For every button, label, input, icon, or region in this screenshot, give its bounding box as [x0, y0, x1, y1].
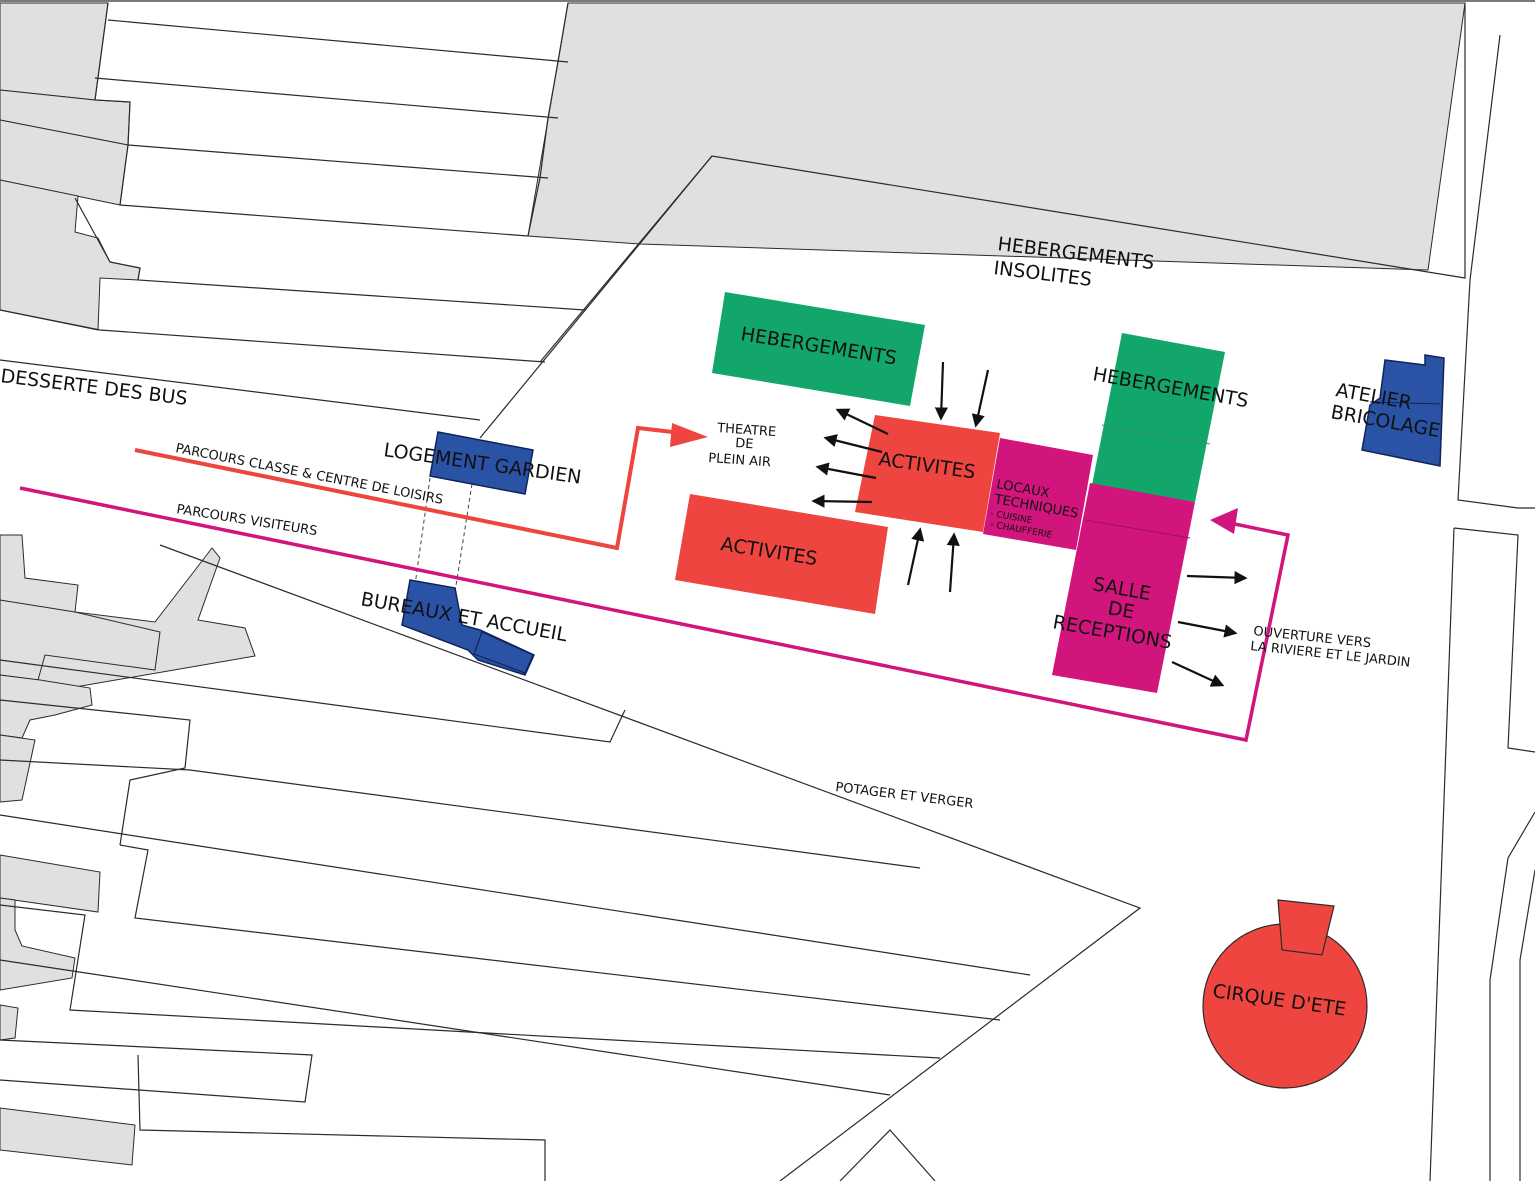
arrow-right-icon — [1177, 620, 1238, 638]
salle-receptions-block — [1052, 483, 1195, 693]
logement-gardien-building — [429, 431, 534, 495]
atelier-inner-line — [1369, 401, 1441, 405]
label-ouverture: OUVERTURE VERS LA RIVIERE ET LE JARDIN — [1250, 624, 1411, 671]
atelier-bricolage-building — [1361, 354, 1445, 467]
left-neighbour-plots — [0, 2, 256, 1166]
class-route-arrowhead — [670, 423, 708, 447]
bureaux-accueil-annex — [473, 631, 534, 674]
activites-block-a — [855, 415, 1000, 532]
arrow-left-icon — [815, 462, 877, 480]
label-theatre: THEATRE DE PLEIN AIR — [708, 421, 777, 470]
arrow-up-icon — [946, 532, 960, 593]
class-route — [134, 425, 691, 551]
label-theatre-line-3: PLEIN AIR — [708, 451, 772, 470]
hebergements-block-b — [1092, 333, 1225, 502]
arrow-down-icon — [971, 369, 990, 428]
label-potager-verger: POTAGER ET VERGER — [835, 780, 975, 812]
dashed-connector — [414, 477, 473, 593]
cirque-ete-entrance — [1277, 899, 1335, 956]
salle-divider — [1084, 519, 1191, 539]
arrow-right-icon — [1186, 571, 1248, 585]
label-theatre-line-2: DE — [735, 436, 754, 452]
activites-block-b — [675, 494, 888, 614]
arrow-left-icon — [823, 434, 883, 454]
neighbour-block-top — [527, 2, 1466, 271]
flow-arrows — [811, 361, 1248, 687]
arrow-up-icon — [906, 527, 925, 586]
arrow-down-icon — [934, 361, 948, 421]
hebergements-block-a — [712, 292, 925, 406]
arrow-left-icon — [835, 408, 889, 435]
locaux-techniques-block — [983, 438, 1093, 550]
label-salle-line-2: DE — [1106, 597, 1136, 623]
arrow-right-icon — [1171, 661, 1225, 687]
visitor-route-arrowhead — [1210, 508, 1238, 534]
arrow-left-icon — [811, 494, 873, 508]
visitor-route — [19, 486, 1291, 743]
hebergements-divider — [1101, 424, 1211, 445]
label-theatre-line-1: THEATRE — [716, 421, 777, 440]
